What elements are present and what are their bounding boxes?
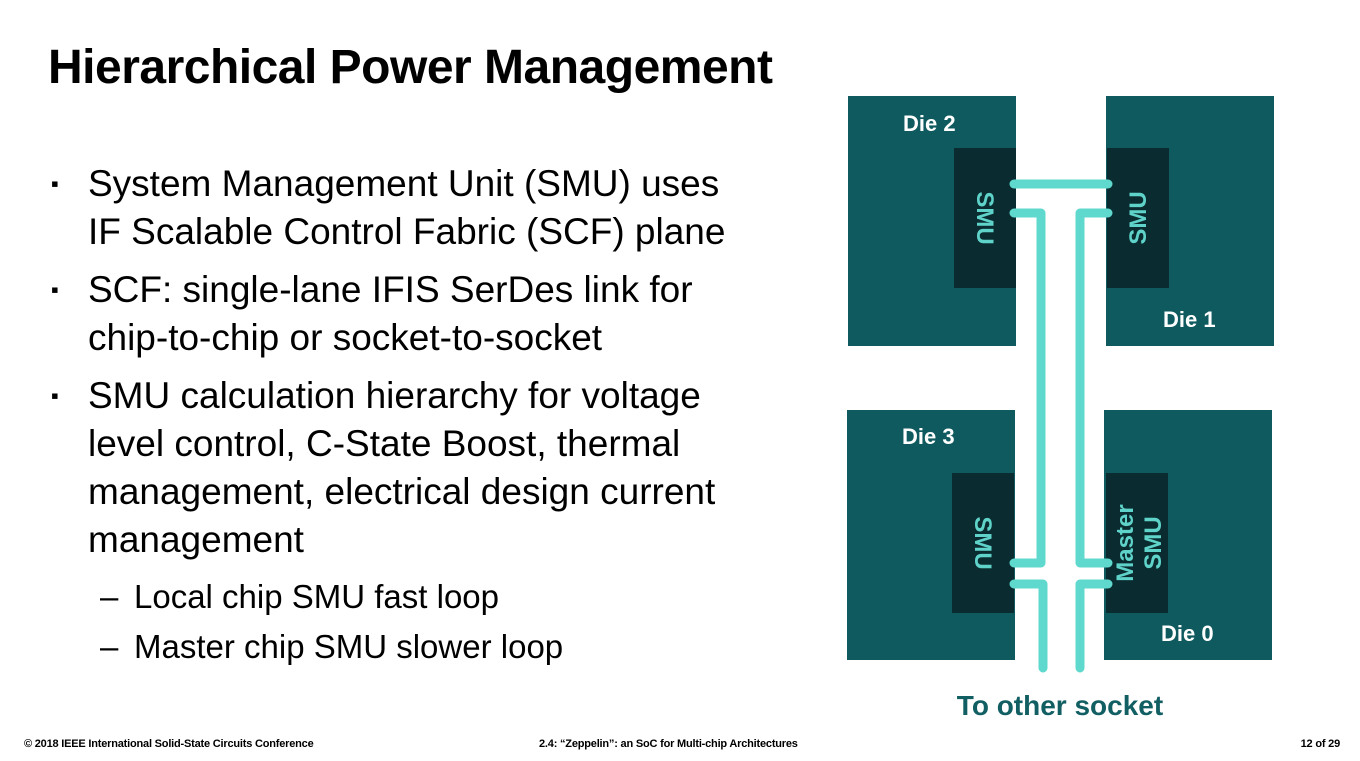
bullet-item: ▪ SMU calculation hierarchy for voltage …: [48, 372, 808, 672]
bullet-marker: ▪: [51, 383, 59, 408]
sub-bullet-item: – Master chip SMU slower loop: [88, 622, 808, 672]
scf-link-die0-socket: [1075, 579, 1113, 673]
bullet-item: ▪ System Management Unit (SMU) uses IF S…: [48, 160, 808, 256]
die-1-label: Die 1: [1163, 307, 1216, 332]
scf-link-die2-down: [1009, 208, 1046, 568]
die-0-smu-block: [1106, 473, 1168, 613]
scf-link-die1-down: [1075, 208, 1113, 568]
die-3-smu-label: SMU: [969, 516, 996, 569]
bullet-item: ▪ SCF: single-lane IFIS SerDes link for …: [48, 266, 808, 362]
bullet-line: management: [88, 519, 304, 560]
scf-link-die3-socket: [1009, 579, 1048, 673]
bullet-list: ▪ System Management Unit (SMU) uses IF S…: [48, 160, 808, 682]
sub-bullet-dash: –: [100, 578, 119, 615]
socket-label: To other socket: [957, 690, 1163, 721]
die-0-label: Die 0: [1161, 621, 1214, 646]
bullet-line: System Management Unit (SMU) uses: [88, 163, 720, 204]
sub-bullet-list: – Local chip SMU fast loop – Master chip…: [88, 572, 808, 672]
die-2-smu-label: SMU: [971, 191, 998, 244]
die-3-label: Die 3: [902, 424, 955, 449]
footer-conference: © 2018 IEEE International Solid-State Ci…: [24, 738, 314, 750]
die-0-smu-label-smu: SMU: [1140, 516, 1167, 569]
bullet-line: IF Scalable Control Fabric (SCF) plane: [88, 211, 726, 252]
bullet-line: SCF: single-lane IFIS SerDes link for: [88, 269, 693, 310]
bullet-line: management, electrical design current: [88, 471, 716, 512]
bullet-line: SMU calculation hierarchy for voltage: [88, 375, 701, 416]
footer-page-number: 12 of 29: [1300, 738, 1341, 750]
slide-title: Hierarchical Power Management: [48, 41, 773, 94]
die-1-smu-block: [1107, 148, 1169, 288]
die-2-label: Die 2: [903, 111, 956, 136]
footer-talk-title: 2.4: “Zeppelin”: an SoC for Multi-chip A…: [539, 738, 798, 750]
bullet-marker: ▪: [51, 171, 59, 196]
die-1-smu-label: SMU: [1125, 191, 1152, 244]
bullet-line: chip-to-chip or socket-to-socket: [88, 317, 603, 358]
die-0-smu-label-master: Master: [1112, 504, 1139, 581]
die-3-smu-block: [952, 473, 1014, 613]
die-2-smu-block: [954, 148, 1016, 288]
sub-bullet-text: Master chip SMU slower loop: [134, 628, 564, 665]
bullet-marker: ▪: [51, 277, 59, 302]
sub-bullet-item: – Local chip SMU fast loop: [88, 572, 808, 622]
bullet-line: level control, C-State Boost, thermal: [88, 423, 681, 464]
scf-links: [1009, 179, 1113, 673]
sub-bullet-dash: –: [100, 628, 119, 665]
sub-bullet-text: Local chip SMU fast loop: [134, 578, 500, 615]
